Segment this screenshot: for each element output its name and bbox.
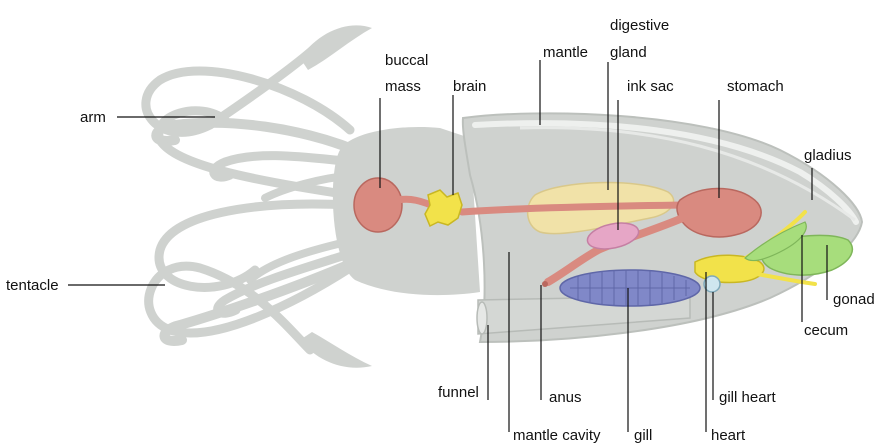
label-digestive-gland-1: digestive bbox=[610, 17, 669, 34]
label-gonad: gonad bbox=[833, 291, 875, 308]
gill bbox=[560, 270, 700, 306]
anus-point bbox=[542, 281, 548, 287]
buccal-mass bbox=[354, 178, 402, 232]
label-tentacle: tentacle bbox=[6, 277, 59, 294]
label-brain: brain bbox=[453, 78, 486, 95]
label-gill: gill bbox=[634, 427, 652, 444]
label-ink-sac: ink sac bbox=[627, 78, 674, 95]
label-mantle: mantle bbox=[543, 44, 588, 61]
upper-tentacle-club bbox=[300, 25, 372, 70]
funnel-opening bbox=[477, 302, 487, 334]
label-heart: heart bbox=[711, 427, 746, 444]
label-buccal-mass-2: mass bbox=[385, 78, 421, 95]
label-arm: arm bbox=[80, 109, 106, 126]
label-mantle-cavity: mantle cavity bbox=[513, 427, 601, 444]
label-funnel: funnel bbox=[438, 384, 479, 401]
label-gladius: gladius bbox=[804, 147, 852, 164]
lower-tentacle-club bbox=[300, 332, 372, 368]
label-stomach: stomach bbox=[727, 78, 784, 95]
label-anus: anus bbox=[549, 389, 582, 406]
label-cecum: cecum bbox=[804, 322, 848, 339]
label-gill-heart: gill heart bbox=[719, 389, 777, 406]
label-buccal-mass-1: buccal bbox=[385, 52, 428, 69]
label-digestive-gland-2: gland bbox=[610, 44, 647, 61]
